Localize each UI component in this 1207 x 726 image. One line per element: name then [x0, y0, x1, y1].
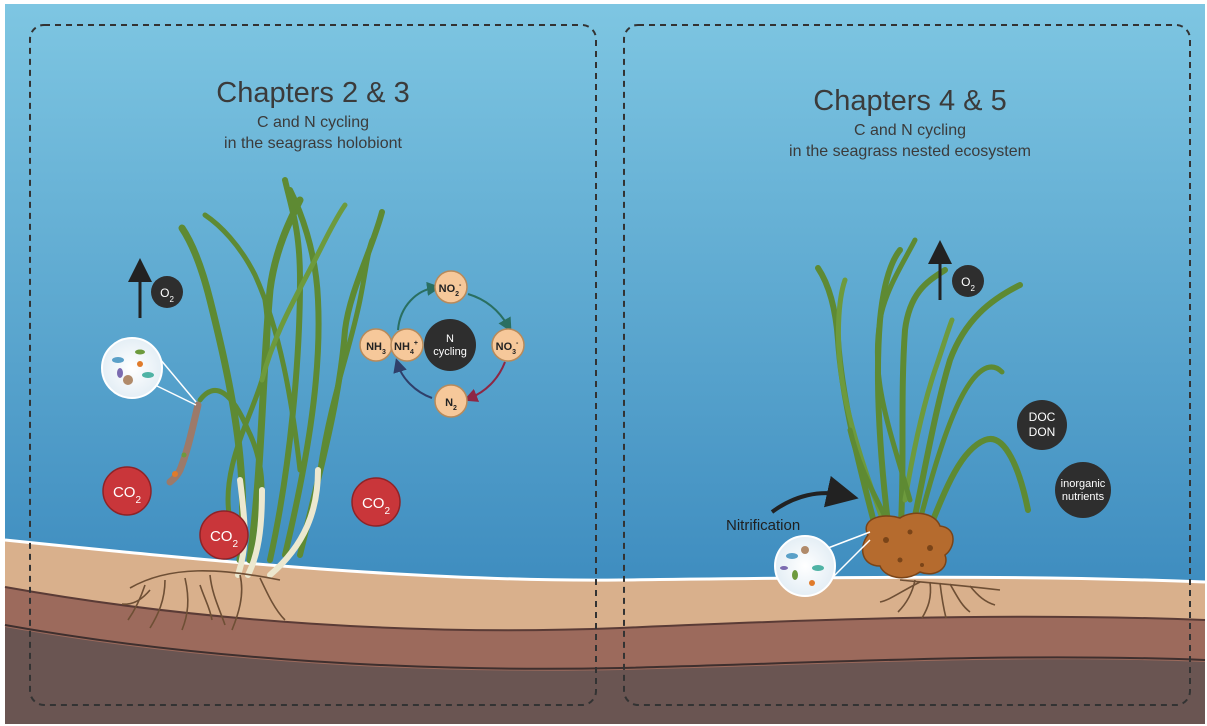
n-cycling-label-2: cycling: [433, 346, 467, 358]
n-cycling-center: [424, 319, 476, 371]
epiphyte-dot: [172, 471, 178, 477]
inorganic-label-2: nutrients: [1062, 491, 1105, 503]
epiphyte-dot: [182, 453, 187, 458]
n-cycling-label-1: N: [446, 333, 454, 345]
left-panel-subtitle-1: C and N cycling: [257, 114, 369, 131]
left-panel-title: Chapters 2 & 3: [216, 77, 409, 109]
inorganic-label-1: inorganic: [1061, 478, 1106, 490]
right-panel-title: Chapters 4 & 5: [813, 85, 1006, 117]
doc-label: DOC: [1029, 410, 1056, 424]
right-panel-subtitle-2: in the seagrass nested ecosystem: [789, 143, 1031, 160]
inorganic-nutrients-bubble: [1055, 462, 1111, 518]
nitrification-label: Nitrification: [726, 517, 800, 534]
right-panel-subtitle-1: C and N cycling: [854, 122, 966, 139]
left-panel-subtitle-2: in the seagrass holobiont: [224, 135, 402, 152]
don-label: DON: [1029, 425, 1056, 439]
